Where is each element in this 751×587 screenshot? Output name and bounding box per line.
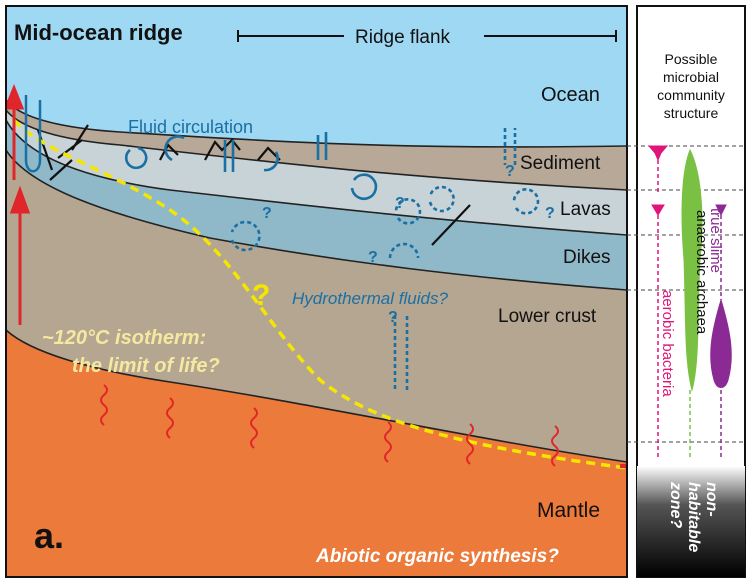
lower-crust-label: Lower crust bbox=[498, 306, 597, 327]
ocean-label: Ocean bbox=[541, 84, 600, 106]
anaerobic-archaea-label: anaerobic archaea bbox=[693, 210, 710, 335]
mantle-label: Mantle bbox=[537, 499, 600, 522]
fluid-circulation-label: Fluid circulation bbox=[128, 117, 253, 137]
axis-fluid-loop bbox=[24, 95, 42, 173]
qmark: ? bbox=[368, 249, 378, 266]
sediment-label: Sediment bbox=[520, 153, 601, 174]
qmark: ? bbox=[262, 205, 272, 222]
magma-upwelling-arrows bbox=[6, 83, 31, 325]
non-habitable-line2: habitable bbox=[685, 482, 702, 552]
heat-squiggles bbox=[100, 384, 559, 467]
qmark: ? bbox=[395, 195, 405, 212]
page-title: Mid-ocean ridge bbox=[14, 20, 183, 45]
panel-letter: a. bbox=[34, 515, 64, 556]
mantle-layer bbox=[6, 330, 627, 577]
abiotic-label: Abiotic organic synthesis? bbox=[315, 546, 559, 567]
qmark: ? bbox=[545, 205, 555, 222]
circulation-arrows bbox=[124, 128, 540, 390]
isotherm-line bbox=[12, 118, 627, 470]
isotherm-label-line2: the limit of life? bbox=[72, 355, 220, 377]
non-habitable-zone bbox=[637, 466, 745, 577]
true-slime-label: true slime bbox=[707, 208, 724, 273]
isotherm-question: ? bbox=[252, 279, 270, 312]
main-panel-frame bbox=[5, 5, 628, 578]
side-header-line3: community bbox=[657, 87, 725, 103]
hydrothermal-fluids-label: Hydrothermal fluids? bbox=[292, 289, 448, 308]
isotherm-label-line1: ~120°C isotherm: bbox=[42, 327, 206, 349]
non-habitable-line3: zone? bbox=[667, 481, 684, 528]
ridge-flank-bar bbox=[237, 30, 617, 42]
geology-layers: ? ? ? ? ? ? bbox=[6, 6, 627, 577]
side-header-line1: Possible bbox=[665, 51, 718, 67]
anaerobic-archaea-distribution bbox=[681, 148, 703, 460]
side-panel: Possible microbial community structure a… bbox=[627, 5, 746, 578]
ridge-flank-label: Ridge flank bbox=[355, 27, 451, 48]
qmark: ? bbox=[505, 163, 515, 180]
faults bbox=[36, 124, 471, 246]
aerobic-bacteria-label: aerobic bacteria bbox=[659, 290, 676, 397]
true-slime-distribution bbox=[710, 204, 732, 460]
question-marks-blue: ? ? ? ? ? ? bbox=[262, 163, 555, 326]
side-header-line4: structure bbox=[664, 105, 719, 121]
non-habitable-line1: non- bbox=[703, 482, 720, 517]
aerobic-bacteria-distribution bbox=[647, 145, 669, 460]
side-header-line2: microbial bbox=[663, 69, 719, 85]
lavas-label: Lavas bbox=[560, 199, 611, 220]
qmark: ? bbox=[388, 309, 398, 326]
dikes-label: Dikes bbox=[563, 247, 611, 268]
